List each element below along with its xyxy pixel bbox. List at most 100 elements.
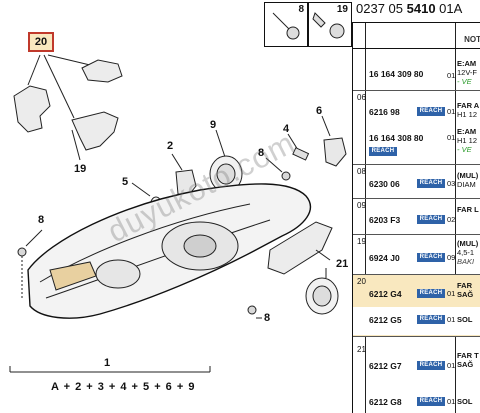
quantity: 09 xyxy=(447,253,456,262)
quantity: 01 xyxy=(447,71,456,80)
callout-21[interactable]: 21 xyxy=(336,258,349,270)
group-number: 21 xyxy=(357,345,366,354)
part-number[interactable]: 6203 F3 xyxy=(369,215,401,225)
quantity: 01 xyxy=(447,107,456,116)
assembly-formula: A + 2 + 3 + 4 + 5 + 6 + 9 xyxy=(51,381,196,393)
bracket-upper xyxy=(81,59,123,83)
bracket-left xyxy=(13,85,51,133)
leader-line xyxy=(315,249,331,261)
callout-2[interactable]: 2 xyxy=(167,140,174,152)
table-row[interactable]: 6924 J0 REACH 09 (MUL) 4,5-1 BAKI xyxy=(353,237,480,273)
group-number: 09 xyxy=(357,201,366,210)
callout-6[interactable]: 6 xyxy=(316,105,323,117)
table-group: 19 6924 J0 REACH 09 (MUL) 4,5-1 BAKI xyxy=(353,235,480,275)
callout-1[interactable]: 1 xyxy=(104,357,111,369)
leader-line xyxy=(215,129,227,161)
group-number: 20 xyxy=(357,277,366,286)
part-number[interactable]: 6230 06 xyxy=(369,179,400,189)
callout-19[interactable]: 19 xyxy=(74,163,87,175)
table-divider xyxy=(365,23,366,413)
description: FAR A H1 12 xyxy=(457,101,480,119)
header-nota: NOT xyxy=(464,35,480,44)
quantity: 01 xyxy=(447,315,456,324)
part-number[interactable]: 6212 G7 xyxy=(369,361,402,371)
part-number[interactable]: 6924 J0 xyxy=(369,253,400,263)
reflector-secondary xyxy=(95,259,141,289)
part-number[interactable]: 16 164 309 80 xyxy=(369,69,424,79)
quantity: 01 xyxy=(447,361,456,370)
description: FAR SAĞ xyxy=(457,281,474,299)
part-number[interactable]: 6212 G4 xyxy=(369,289,402,299)
reflector-inner xyxy=(183,234,217,258)
thumbnail-label: 8 xyxy=(298,4,304,15)
leader-line xyxy=(171,153,183,171)
table-group: 08 6230 06 REACH 03 (MUL) DIAM xyxy=(353,165,480,199)
leader-line xyxy=(43,54,75,119)
reach-badge: REACH xyxy=(417,253,445,262)
part-number[interactable]: 6212 G8 xyxy=(369,397,402,407)
description: SOL xyxy=(457,397,473,406)
socket xyxy=(323,137,347,167)
callout-5[interactable]: 5 xyxy=(122,176,129,188)
table-row[interactable]: 6230 06 REACH 03 (MUL) DIAM xyxy=(353,167,480,197)
table-group: 06 6216 98 REACH 01 FAR A H1 12 16 164 3… xyxy=(353,91,480,165)
reach-badge: REACH xyxy=(417,215,445,224)
group-number: 08 xyxy=(357,167,366,176)
part-number[interactable]: 16 164 308 80 xyxy=(369,133,424,143)
parts-table: NOT 16 164 309 80 01 E:AM 12V-F - VE 06 … xyxy=(352,22,480,413)
table-row[interactable]: 6212 G8 REACH 01 SOL xyxy=(353,381,480,411)
table-row[interactable]: 6212 G5 REACH 01 SOL xyxy=(353,307,480,335)
diagram-drawing xyxy=(9,54,347,373)
screw-clip-icon xyxy=(312,12,345,39)
leader-line xyxy=(287,133,299,151)
part-number[interactable]: 6216 98 xyxy=(369,107,400,117)
table-header: NOT xyxy=(353,23,480,49)
callout-8-left[interactable]: 8 xyxy=(38,214,45,226)
callout-8-right[interactable]: 8 xyxy=(258,147,265,159)
description: (MUL) DIAM xyxy=(457,171,479,189)
reach-badge: REACH xyxy=(417,179,445,188)
thumbnail-label: 19 xyxy=(336,4,348,15)
table-row[interactable]: 6203 F3 REACH 02 FAR L xyxy=(353,201,480,233)
description: FAR L xyxy=(457,205,479,214)
table-group: 21 6212 G7 REACH 01 FAR T SAĞ 6212 G8 RE… xyxy=(353,337,480,413)
reference-prefix: 0237 05 xyxy=(356,1,403,16)
leader-line xyxy=(25,229,43,247)
reach-badge: REACH xyxy=(417,107,445,116)
leader-line xyxy=(47,54,91,66)
thumbnail-screw-19[interactable]: 19 xyxy=(308,2,352,47)
callout-4[interactable]: 4 xyxy=(283,123,290,135)
table-row[interactable]: 6216 98 REACH 01 FAR A H1 12 xyxy=(353,95,480,123)
table-row[interactable]: 6212 G7 REACH 01 FAR T SAĞ xyxy=(353,345,480,379)
quantity: 01 xyxy=(447,133,456,142)
table-row[interactable]: 6212 G4 REACH 01 FAR SAĞ xyxy=(353,277,480,307)
indicator-lens xyxy=(49,261,97,291)
description: E:AM 12V-F - VE xyxy=(457,59,478,86)
reach-badge: REACH xyxy=(417,361,445,370)
bolt-icon xyxy=(272,12,300,40)
callout-9-upper[interactable]: 9 xyxy=(210,119,217,131)
callout-20-highlighted[interactable]: 20 xyxy=(28,32,54,52)
exploded-diagram: duyukoto.com 20 19 2 9 4 6 8 5 8 21 9 8 … xyxy=(9,32,349,393)
clip-part xyxy=(292,147,310,161)
reach-badge: REACH xyxy=(417,397,445,406)
table-row[interactable]: 16 164 308 80 REACH 01 E:AM H1 12 - VE xyxy=(353,125,480,163)
leader-line xyxy=(265,157,283,173)
group-number: 19 xyxy=(357,237,366,246)
screw-left xyxy=(17,247,27,257)
callout-8-bottom[interactable]: 8 xyxy=(264,312,271,324)
reference-code: 0237 05 5410 01A xyxy=(352,0,480,22)
quantity: 01 xyxy=(447,289,456,298)
reference-suffix: 01A xyxy=(439,1,463,16)
screw-bottom xyxy=(247,305,257,315)
lamp-cap-lower-inner xyxy=(312,285,332,307)
reach-badge: REACH xyxy=(369,147,397,156)
thumbnail-screw-8[interactable]: 8 xyxy=(264,2,308,47)
table-row[interactable]: 16 164 309 80 01 E:AM 12V-F - VE xyxy=(353,53,480,89)
table-divider xyxy=(455,23,456,413)
table-group: 16 164 309 80 01 E:AM 12V-F - VE xyxy=(353,49,480,91)
group-number: 06 xyxy=(357,93,366,102)
housing-line xyxy=(45,219,271,299)
part-number[interactable]: 6212 G5 xyxy=(369,315,402,325)
quantity: 02 xyxy=(447,215,456,224)
